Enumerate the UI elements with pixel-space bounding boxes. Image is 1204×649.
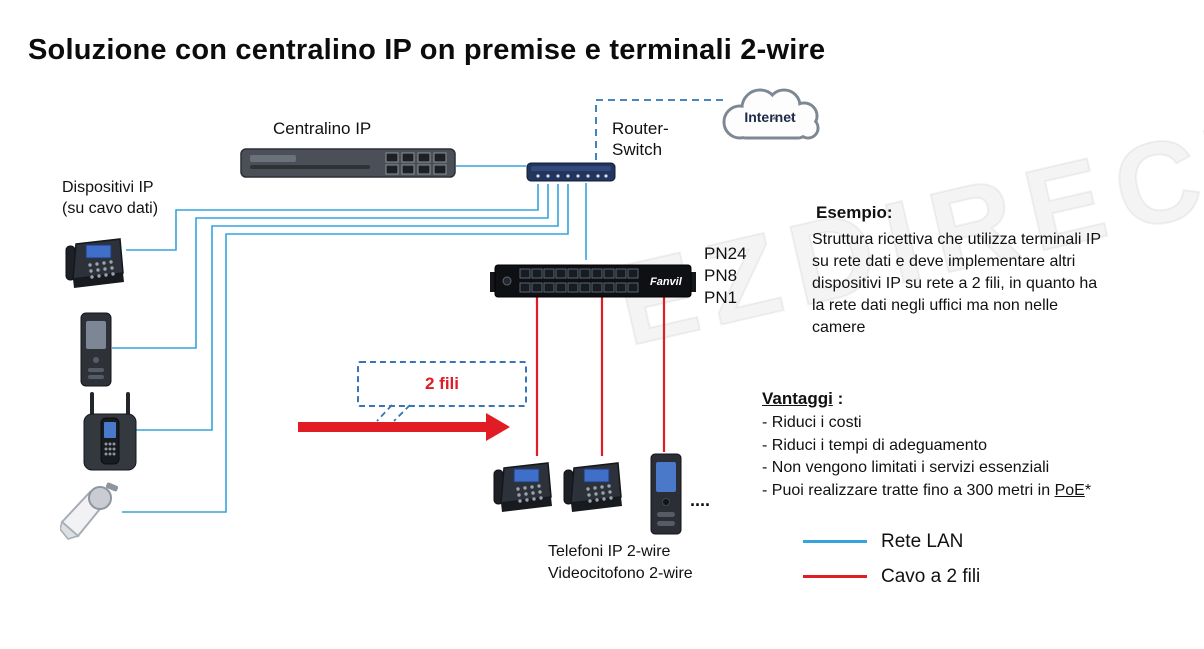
router-label-line1: Router-	[612, 119, 669, 138]
pn-switch-device: Fanvil	[490, 260, 696, 305]
switch-icon: Fanvil	[490, 264, 696, 298]
callout-tail-right	[393, 404, 411, 422]
horn-speaker	[59, 478, 124, 549]
router-icon	[526, 162, 616, 182]
legend-two-wire-label: Cavo a 2 fili	[881, 565, 981, 587]
vantaggi-item: - Riduci i tempi di adeguamento	[762, 436, 988, 454]
two-wire-callout: 2 fili	[357, 361, 527, 407]
callout-tail-left	[376, 404, 393, 422]
vantaggi-poe-suffix: *	[1084, 481, 1092, 499]
switch-model-pn24: PN24	[704, 244, 747, 263]
vantaggi-item: - Riduci i costi	[762, 414, 862, 431]
router-label: Router- Switch	[612, 118, 669, 160]
vantaggi-heading-separator: :	[832, 389, 844, 408]
cloud-icon	[722, 88, 820, 140]
router-device	[526, 158, 616, 189]
ip-phone-icon	[65, 238, 124, 288]
centralino-device	[240, 146, 456, 185]
vantaggi-item: - Non vengono limitati i servizi essenzi…	[762, 459, 1050, 476]
cordless-phone	[82, 392, 138, 477]
bottom-group-label: Telefoni IP 2-wire Videocitofono 2-wire	[548, 541, 693, 585]
centralino-label: Centralino IP	[273, 119, 372, 138]
pbx-icon	[240, 148, 456, 178]
switch-brand: Fanvil	[650, 276, 683, 288]
vantaggi-poe: PoE	[1054, 481, 1085, 499]
vantaggi-heading-text: Vantaggi	[762, 389, 833, 408]
page-title: Soluzione con centralino IP on premise e…	[28, 34, 826, 66]
two-wire-phone-2	[562, 456, 624, 523]
bottom-group-label-line2: Videocitofono 2-wire	[548, 565, 693, 582]
vantaggi-poe-prefix: - Puoi realizzare tratte fino a 300 metr…	[762, 481, 1055, 499]
hotel-phone	[78, 312, 114, 393]
lan-line-sample	[803, 540, 867, 543]
video-doorphone-icon	[650, 453, 682, 535]
two-wire-line-sample	[803, 575, 867, 578]
ip-desk-phone-1	[64, 232, 126, 299]
lan-link-phone2	[112, 184, 549, 349]
left-group-label: Dispositivi IP (su cavo dati)	[62, 177, 158, 219]
two-wire-arrow	[298, 413, 510, 441]
horn-speaker-icon	[59, 482, 119, 540]
internet-label: Internet	[744, 109, 796, 125]
two-wire-phone-1	[492, 456, 554, 523]
router-label-line2: Switch	[612, 140, 663, 159]
slim-phone-icon	[80, 312, 112, 387]
legend-lan-label: Rete LAN	[881, 530, 964, 552]
lan-link-phone1	[126, 184, 539, 251]
legend: Rete LAN Cavo a 2 fili	[803, 524, 980, 594]
vantaggi-list: - Riduci i costi - Riduci i tempi di ade…	[762, 412, 1192, 502]
switch-model-pn1: PN1	[704, 288, 738, 307]
two-wire-callout-text: 2 fili	[424, 374, 459, 393]
cordless-phone-icon	[83, 392, 137, 471]
left-group-label-line2: (su cavo dati)	[62, 200, 159, 217]
vantaggi-item: - Puoi realizzare tratte fino a 300 metr…	[762, 480, 1192, 503]
left-group-label-line1: Dispositivi IP	[62, 179, 154, 196]
esempio-body: Struttura ricettiva che utilizza termina…	[812, 231, 1101, 336]
legend-row-lan: Rete LAN	[803, 524, 980, 559]
video-doorphone	[648, 452, 684, 541]
ip-phone-icon	[493, 462, 552, 512]
internet-cloud	[710, 84, 830, 153]
vantaggi-heading: Vantaggi :	[762, 389, 843, 409]
legend-row-two-wire: Cavo a 2 fili	[803, 559, 980, 594]
ellipsis: ....	[690, 490, 711, 510]
esempio-heading: Esempio:	[816, 203, 893, 222]
switch-models: PN24 PN8 PN1	[704, 243, 747, 309]
switch-model-pn8: PN8	[704, 266, 738, 285]
ip-phone-icon	[563, 462, 622, 512]
bottom-group-label-line1: Telefoni IP 2-wire	[548, 543, 671, 560]
